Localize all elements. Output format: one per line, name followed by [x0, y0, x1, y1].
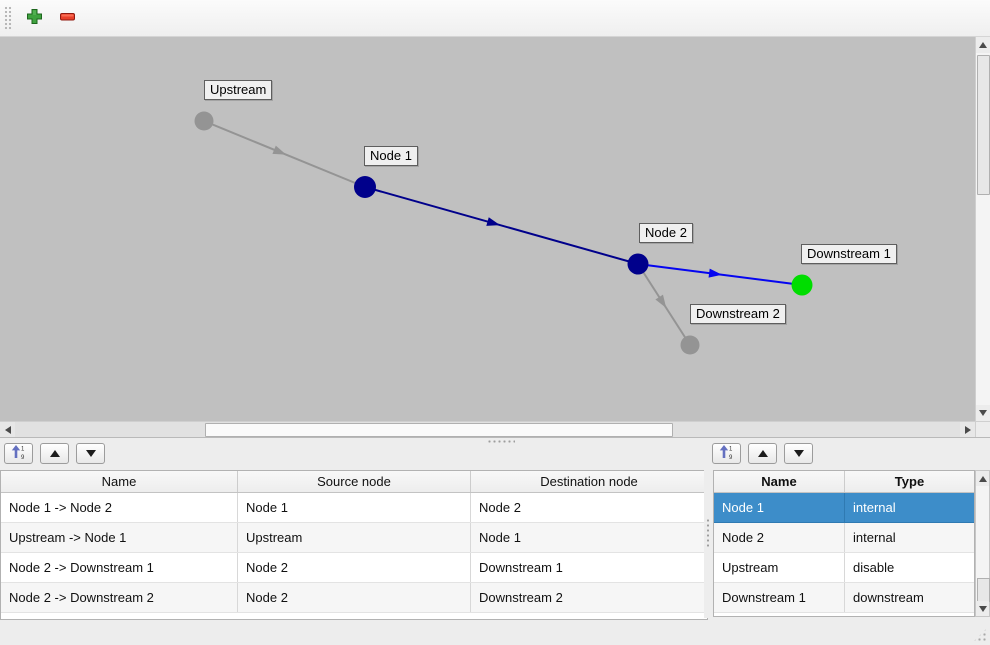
edge-arrow-icon [655, 294, 667, 308]
node-name-cell[interactable]: Node 2 [714, 523, 845, 552]
node-upstream[interactable] [194, 111, 214, 131]
scroll-up-arrow[interactable] [976, 471, 989, 486]
node-type-cell[interactable]: internal [853, 530, 896, 545]
vertical-scroll-thumb[interactable] [977, 55, 990, 195]
column-header-source-node[interactable]: Source node [238, 471, 471, 492]
column-header-type[interactable]: Type [894, 474, 925, 489]
node-name-cell[interactable]: Downstream 1 [714, 583, 845, 612]
add-button[interactable] [20, 4, 48, 32]
node-node-2[interactable] [627, 253, 649, 275]
nodes-table-header: Name Type [714, 471, 974, 493]
edge-destination-cell[interactable]: Downstream 1 [479, 560, 563, 575]
main-toolbar [0, 0, 990, 37]
sort-ascending-icon: 1 9 [719, 444, 734, 463]
splitter-grip-icon [487, 440, 515, 443]
nodes-sort-button[interactable]: 1 9 [712, 443, 741, 464]
edge-arrow-icon [272, 145, 287, 155]
down-arrow-icon [793, 450, 804, 457]
edge-source-cell[interactable]: Upstream [238, 523, 471, 552]
up-arrow-icon [757, 450, 768, 457]
nodes-table-scrollbar[interactable] [975, 470, 990, 617]
vertical-splitter[interactable] [704, 470, 712, 618]
node-label-upstream[interactable]: Upstream [204, 80, 273, 100]
edge-source-cell[interactable]: Node 1 [238, 493, 471, 522]
node-label-downstream-1[interactable]: Downstream 1 [801, 244, 897, 264]
scroll-down-arrow[interactable] [976, 601, 989, 616]
node-label-node-2[interactable]: Node 2 [639, 223, 693, 243]
nodes-scroll-thumb[interactable] [977, 578, 990, 602]
column-header-name[interactable]: Name [714, 471, 845, 492]
svg-text:1: 1 [21, 446, 25, 452]
scroll-down-arrow[interactable] [976, 405, 990, 421]
scrollbar-corner [975, 421, 990, 437]
down-arrow-icon [85, 450, 96, 457]
resize-grip-icon[interactable] [972, 627, 988, 643]
node-row[interactable]: Upstream disable [714, 553, 974, 583]
edge-name-cell[interactable]: Node 1 -> Node 2 [1, 493, 238, 522]
svg-text:9: 9 [729, 455, 733, 460]
node-name-cell[interactable]: Node 1 [714, 493, 845, 522]
edges-table: Name Source node Destination node Node 1… [0, 470, 708, 620]
node-label-node-1[interactable]: Node 1 [364, 146, 418, 166]
node-row[interactable]: Downstream 1 downstream [714, 583, 974, 613]
nodes-move-up-button[interactable] [748, 443, 777, 464]
scroll-left-arrow[interactable] [0, 422, 15, 437]
edges-move-up-button[interactable] [40, 443, 69, 464]
edges-table-header: Name Source node Destination node [1, 471, 707, 493]
edge-destination-cell[interactable]: Node 2 [479, 500, 521, 515]
splitter-grip-icon [706, 518, 710, 548]
edge-name-cell[interactable]: Upstream -> Node 1 [1, 523, 238, 552]
edge-node-1-to-node-2[interactable] [364, 186, 639, 265]
node-downstream-2[interactable] [680, 335, 700, 355]
scroll-up-arrow[interactable] [976, 37, 990, 53]
edges-sort-button[interactable]: 1 9 [4, 443, 33, 464]
node-downstream-1[interactable] [791, 274, 813, 296]
canvas-horizontal-scrollbar[interactable] [0, 421, 975, 437]
node-type-cell[interactable]: internal [853, 500, 896, 515]
edge-arrow-icon [486, 217, 501, 226]
edge-name-cell[interactable]: Node 2 -> Downstream 2 [1, 583, 238, 612]
node-row[interactable]: Node 2 internal [714, 523, 974, 553]
scroll-right-arrow[interactable] [960, 422, 975, 437]
nodes-panel-toolbar: 1 9 [712, 443, 813, 465]
toolbar-grip[interactable] [3, 5, 12, 31]
edge-source-cell[interactable]: Node 2 [238, 553, 471, 582]
horizontal-scroll-thumb[interactable] [205, 423, 673, 437]
edge-destination-cell[interactable]: Node 1 [479, 530, 521, 545]
node-name-cell[interactable]: Upstream [714, 553, 845, 582]
sort-ascending-icon: 1 9 [11, 444, 26, 463]
svg-text:1: 1 [729, 446, 733, 452]
edge-destination-cell[interactable]: Downstream 2 [479, 590, 563, 605]
node-type-cell[interactable]: downstream [853, 590, 924, 605]
column-header-destination-node[interactable]: Destination node [540, 474, 638, 489]
remove-button[interactable] [53, 4, 81, 32]
minus-icon [59, 8, 76, 28]
plus-icon [26, 8, 43, 28]
edge-name-cell[interactable]: Node 2 -> Downstream 1 [1, 553, 238, 582]
node-node-1[interactable] [354, 176, 376, 198]
edge-arrow-icon [708, 268, 723, 278]
edge-source-cell[interactable]: Node 2 [238, 583, 471, 612]
node-type-cell[interactable]: disable [853, 560, 895, 575]
node-label-downstream-2[interactable]: Downstream 2 [690, 304, 786, 324]
up-arrow-icon [49, 450, 60, 457]
canvas-vertical-scrollbar[interactable] [975, 37, 990, 421]
edges-move-down-button[interactable] [76, 443, 105, 464]
column-header-name[interactable]: Name [1, 471, 238, 492]
horizontal-splitter[interactable] [0, 437, 990, 443]
node-row[interactable]: Node 1 internal [714, 493, 974, 523]
svg-text:9: 9 [21, 455, 25, 460]
edges-panel-toolbar: 1 9 [4, 443, 105, 465]
nodes-move-down-button[interactable] [784, 443, 813, 464]
graph-svg [194, 111, 813, 355]
